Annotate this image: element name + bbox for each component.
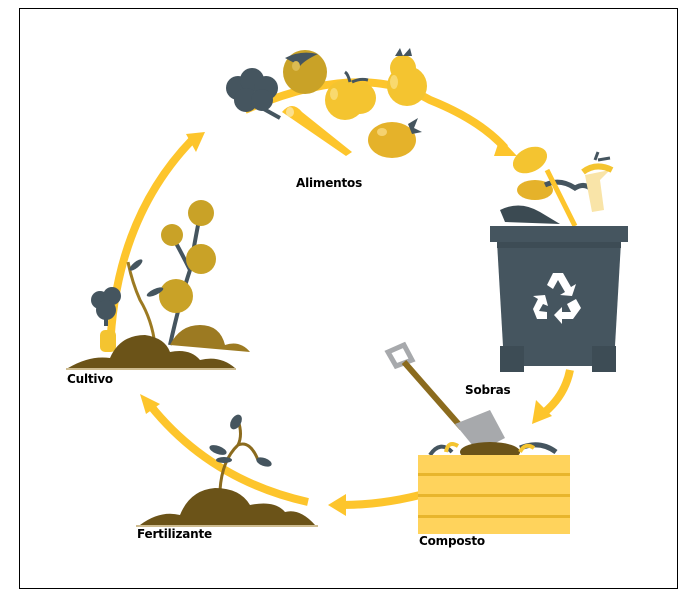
arrowhead-alimentos-to-sobras	[494, 138, 517, 156]
soil-mound	[140, 488, 315, 525]
arrow-heads	[140, 132, 552, 516]
lemon-icon	[368, 118, 422, 158]
arrowhead-cultivo-to-alimentos	[186, 132, 205, 152]
carrot-icon	[282, 106, 352, 156]
cultivo-illustration	[66, 200, 250, 370]
apple-icon	[325, 70, 376, 120]
sobras-illustration	[490, 146, 628, 372]
tomato-icon	[188, 200, 214, 226]
stage-label-composto: Composto	[419, 534, 485, 548]
arrow-composto-to-fertilizante	[341, 491, 421, 509]
stage-label-sobras: Sobras	[465, 383, 511, 397]
arrowhead-composto-to-fertilizante	[328, 494, 346, 516]
stage-label-fertilizante: Fertilizante	[137, 527, 212, 541]
tomato-icon	[186, 244, 216, 274]
broccoli-icon	[226, 68, 281, 120]
compost-crate	[418, 455, 570, 534]
stage-label-alimentos: Alimentos	[296, 176, 363, 190]
sapling-stem	[218, 419, 260, 491]
tomato-icon	[159, 279, 193, 313]
arrow-sobras-to-composto	[542, 369, 574, 416]
arrowhead-fertilizante-to-cultivo	[140, 394, 160, 414]
tomato-icon	[283, 50, 327, 94]
arrowhead-sobras-to-composto	[532, 400, 552, 424]
shovel-icon	[384, 341, 505, 452]
alimentos-illustration	[226, 48, 427, 158]
arrow-fertilizante-to-cultivo	[146, 402, 309, 506]
food-scraps	[500, 146, 614, 228]
tomato-icon	[161, 224, 183, 246]
fertilizante-illustration	[136, 414, 318, 527]
arrow-cultivo-to-alimentos	[106, 137, 195, 351]
recycling-bin	[490, 226, 628, 372]
stage-label-cultivo: Cultivo	[67, 372, 113, 386]
recycle-icon	[533, 273, 581, 324]
pear-icon	[387, 48, 427, 106]
composto-illustration	[384, 341, 570, 534]
